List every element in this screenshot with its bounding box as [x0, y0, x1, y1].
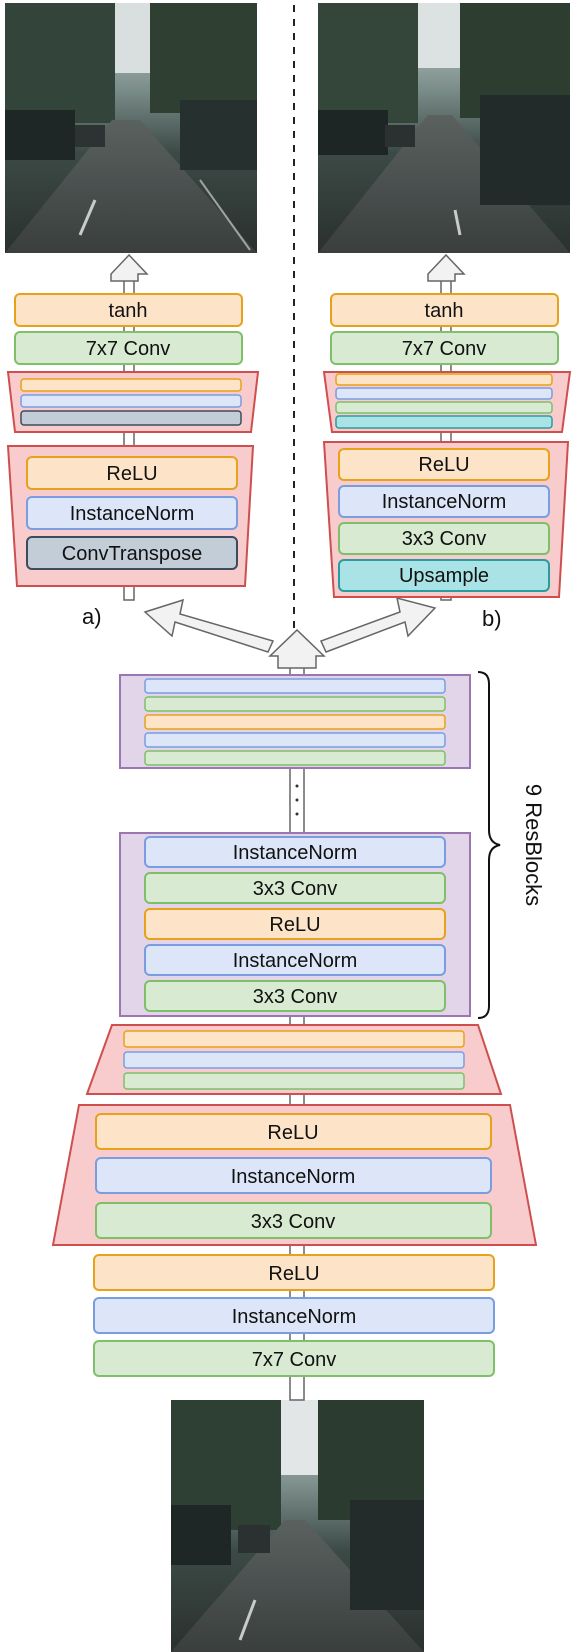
instancenorm-label: InstanceNorm: [70, 503, 195, 525]
relu-layer: [93, 1254, 495, 1291]
instancenorm-layer: [95, 1157, 492, 1194]
conv-layer: [330, 331, 559, 365]
conv-layer: [144, 872, 446, 904]
variant-b-label: b): [482, 606, 502, 631]
tanh-label: tanh: [425, 300, 464, 322]
encoder: ReLU InstanceNorm 3x3 Conv ReLU Instance…: [51, 1024, 538, 1377]
conv-layer: [338, 522, 550, 555]
conv-label: 7x7 Conv: [402, 338, 487, 360]
conv-label: 3x3 Conv: [253, 878, 338, 900]
relu-layer: [26, 456, 238, 490]
upsample-layer: [338, 559, 550, 592]
input-image: [171, 1400, 424, 1652]
instancenorm-layer: [144, 944, 446, 976]
conv-label: 3x3 Conv: [251, 1211, 336, 1233]
convtranspose-label: ConvTranspose: [62, 543, 202, 565]
instancenorm-label: InstanceNorm: [231, 1166, 356, 1188]
relu-layer: [144, 908, 446, 940]
instancenorm-layer: [338, 485, 550, 518]
tanh-layer: [330, 293, 559, 327]
tanh-layer: [14, 293, 243, 327]
decoder-a: tanh 7x7 Conv ReLU InstanceNorm ConvTran…: [6, 293, 260, 629]
instancenorm-layer: [26, 496, 238, 530]
relu-label: ReLU: [418, 454, 469, 476]
conv-label: 3x3 Conv: [253, 986, 338, 1008]
brace-icon: [477, 671, 501, 1019]
relu-label: ReLU: [269, 914, 320, 936]
conv-layer: [14, 331, 243, 365]
instancenorm-label: InstanceNorm: [233, 842, 358, 864]
tanh-label: tanh: [109, 300, 148, 322]
arrow-up-icon: [110, 253, 149, 282]
instancenorm-label: InstanceNorm: [232, 1306, 357, 1328]
arrow-up-icon: [268, 628, 326, 669]
resblocks-count-label: 9 ResBlocks: [521, 784, 546, 906]
relu-label: ReLU: [106, 463, 157, 485]
arrow-up-icon: [427, 253, 466, 282]
output-image-b: [318, 3, 570, 253]
relu-layer: [338, 448, 550, 481]
instancenorm-label: InstanceNorm: [382, 491, 507, 513]
resblocks: InstanceNorm 3x3 Conv ReLU InstanceNorm …: [119, 671, 546, 1019]
decoder-b: tanh 7x7 Conv ReLU InstanceNorm 3x3 Conv…: [322, 293, 572, 631]
output-image-a: [5, 3, 257, 253]
instancenorm-label: InstanceNorm: [233, 950, 358, 972]
variant-a-label: a): [82, 604, 102, 629]
conv-label: 7x7 Conv: [86, 338, 171, 360]
instancenorm-layer: [93, 1297, 495, 1334]
conv-label: 3x3 Conv: [402, 528, 487, 550]
relu-label: ReLU: [267, 1122, 318, 1144]
relu-label: ReLU: [268, 1263, 319, 1285]
conv-layer: [144, 980, 446, 1012]
conv-layer: [93, 1340, 495, 1377]
conv-label: 7x7 Conv: [252, 1349, 337, 1371]
convtranspose-layer: [26, 536, 238, 570]
relu-layer: [95, 1113, 492, 1150]
arrow-left-up-icon: [143, 598, 275, 653]
upsample-label: Upsample: [399, 565, 489, 587]
arrow-right-up-icon: [319, 596, 437, 653]
conv-layer: [95, 1202, 492, 1239]
instancenorm-layer: [144, 836, 446, 868]
